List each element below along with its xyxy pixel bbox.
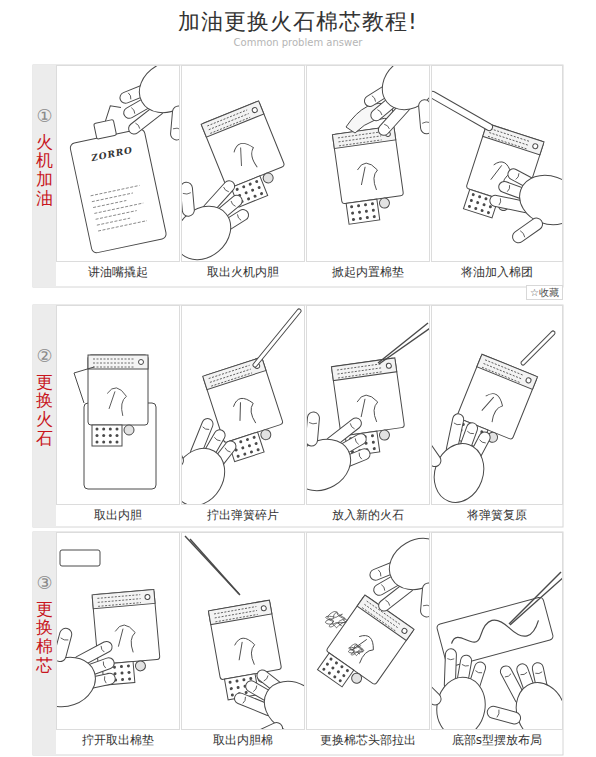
hand: [57, 613, 127, 715]
step-panel: 拧出弹簧碎片: [181, 305, 305, 505]
step-number: ②: [36, 345, 52, 367]
step-caption: 将油加入棉团: [461, 265, 533, 280]
subtitle: Common problem answer: [0, 37, 596, 48]
step-caption: 讲油嘴撬起: [88, 265, 148, 280]
step-sketch: [432, 333, 553, 504]
tweezers: [185, 536, 240, 595]
hand: [307, 391, 383, 501]
step-sketch: [63, 66, 179, 254]
hand: [182, 156, 262, 261]
fluid-can: [63, 100, 167, 254]
step-sketch: [74, 355, 156, 489]
hand: [432, 402, 501, 504]
hand: [472, 651, 562, 729]
step-caption: 拧开取出棉垫: [82, 733, 154, 748]
step-number: ③: [36, 572, 52, 594]
step-caption: 将弹簧复原: [467, 508, 527, 523]
step-panel: 取出内胆棉: [181, 532, 305, 730]
step-band: ③ 更换棉芯: [33, 532, 56, 755]
tweezers: [378, 323, 429, 364]
hand: [357, 533, 429, 638]
step-panel: 掀起内置棉垫: [306, 65, 430, 262]
step-sketch: [307, 323, 429, 501]
brand-mark: ZORRO: [90, 145, 133, 164]
step-caption: 取出内胆: [94, 508, 142, 523]
cotton: [326, 612, 347, 628]
step-panel: 底部s型摆放布局: [431, 532, 563, 730]
cotton: [349, 644, 364, 656]
step-panel: 放入新的火石: [306, 305, 430, 505]
step-caption: 掀起内置棉垫: [332, 265, 404, 280]
step-heading: 更换棉芯: [36, 600, 53, 675]
step-panel: 取出内胆: [56, 305, 180, 505]
step-caption: 底部s型摆放布局: [452, 733, 542, 748]
row-frames: [33, 65, 563, 755]
hand: [218, 658, 304, 729]
step-band: ② 更换火石: [33, 305, 56, 527]
step-panel: 将弹簧复原: [431, 305, 563, 505]
bookmark-tag: ☆收藏: [526, 285, 563, 300]
row-frame: [33, 532, 563, 755]
step-panel: 拧开取出棉垫: [56, 532, 180, 730]
lighter-insert: [88, 355, 148, 446]
lighter-insert: [331, 358, 407, 457]
row-frame: [33, 65, 563, 287]
step-sketch: [182, 101, 293, 261]
step-sketch: [432, 572, 562, 729]
row-frame: [33, 305, 563, 527]
step-panel: 讲油嘴撬起: [56, 65, 180, 262]
hand: [432, 642, 494, 729]
step-caption: 取出火机内胆: [207, 265, 279, 280]
lighter-insert: [201, 101, 293, 209]
step-caption: 放入新的火石: [332, 508, 404, 523]
step-sketch: [182, 311, 299, 504]
step-panel: 将油加入棉团: [431, 65, 563, 262]
step-panel: 取出火机内胆: [181, 65, 305, 262]
tool: [433, 95, 489, 127]
step-heading: 火机加油: [36, 133, 53, 208]
hand: [478, 158, 562, 260]
step-number: ①: [36, 105, 52, 127]
step-sketch: [314, 533, 429, 702]
lighter-insert: [332, 126, 406, 225]
step-heading: 更换火石: [36, 373, 53, 448]
step-sketch: [185, 536, 304, 729]
step-sketch: [433, 95, 562, 260]
step-caption: 取出内胆棉: [213, 733, 273, 748]
hand: [351, 66, 429, 160]
tweezers: [509, 572, 562, 625]
step-caption: 更换棉芯头部拉出: [320, 733, 416, 748]
step-sketch: [332, 66, 429, 225]
step-band: ① 火机加油: [33, 65, 56, 287]
page-title: 加油更换火石棉芯教程!: [0, 7, 596, 37]
step-sketch: [57, 550, 162, 715]
hand: [182, 402, 248, 504]
tool: [523, 333, 553, 363]
step-panel: 更换棉芯头部拉出: [306, 532, 430, 730]
lighter-insert: [314, 595, 414, 702]
tool: [255, 311, 299, 365]
step-caption: 拧出弹簧碎片: [207, 508, 279, 523]
